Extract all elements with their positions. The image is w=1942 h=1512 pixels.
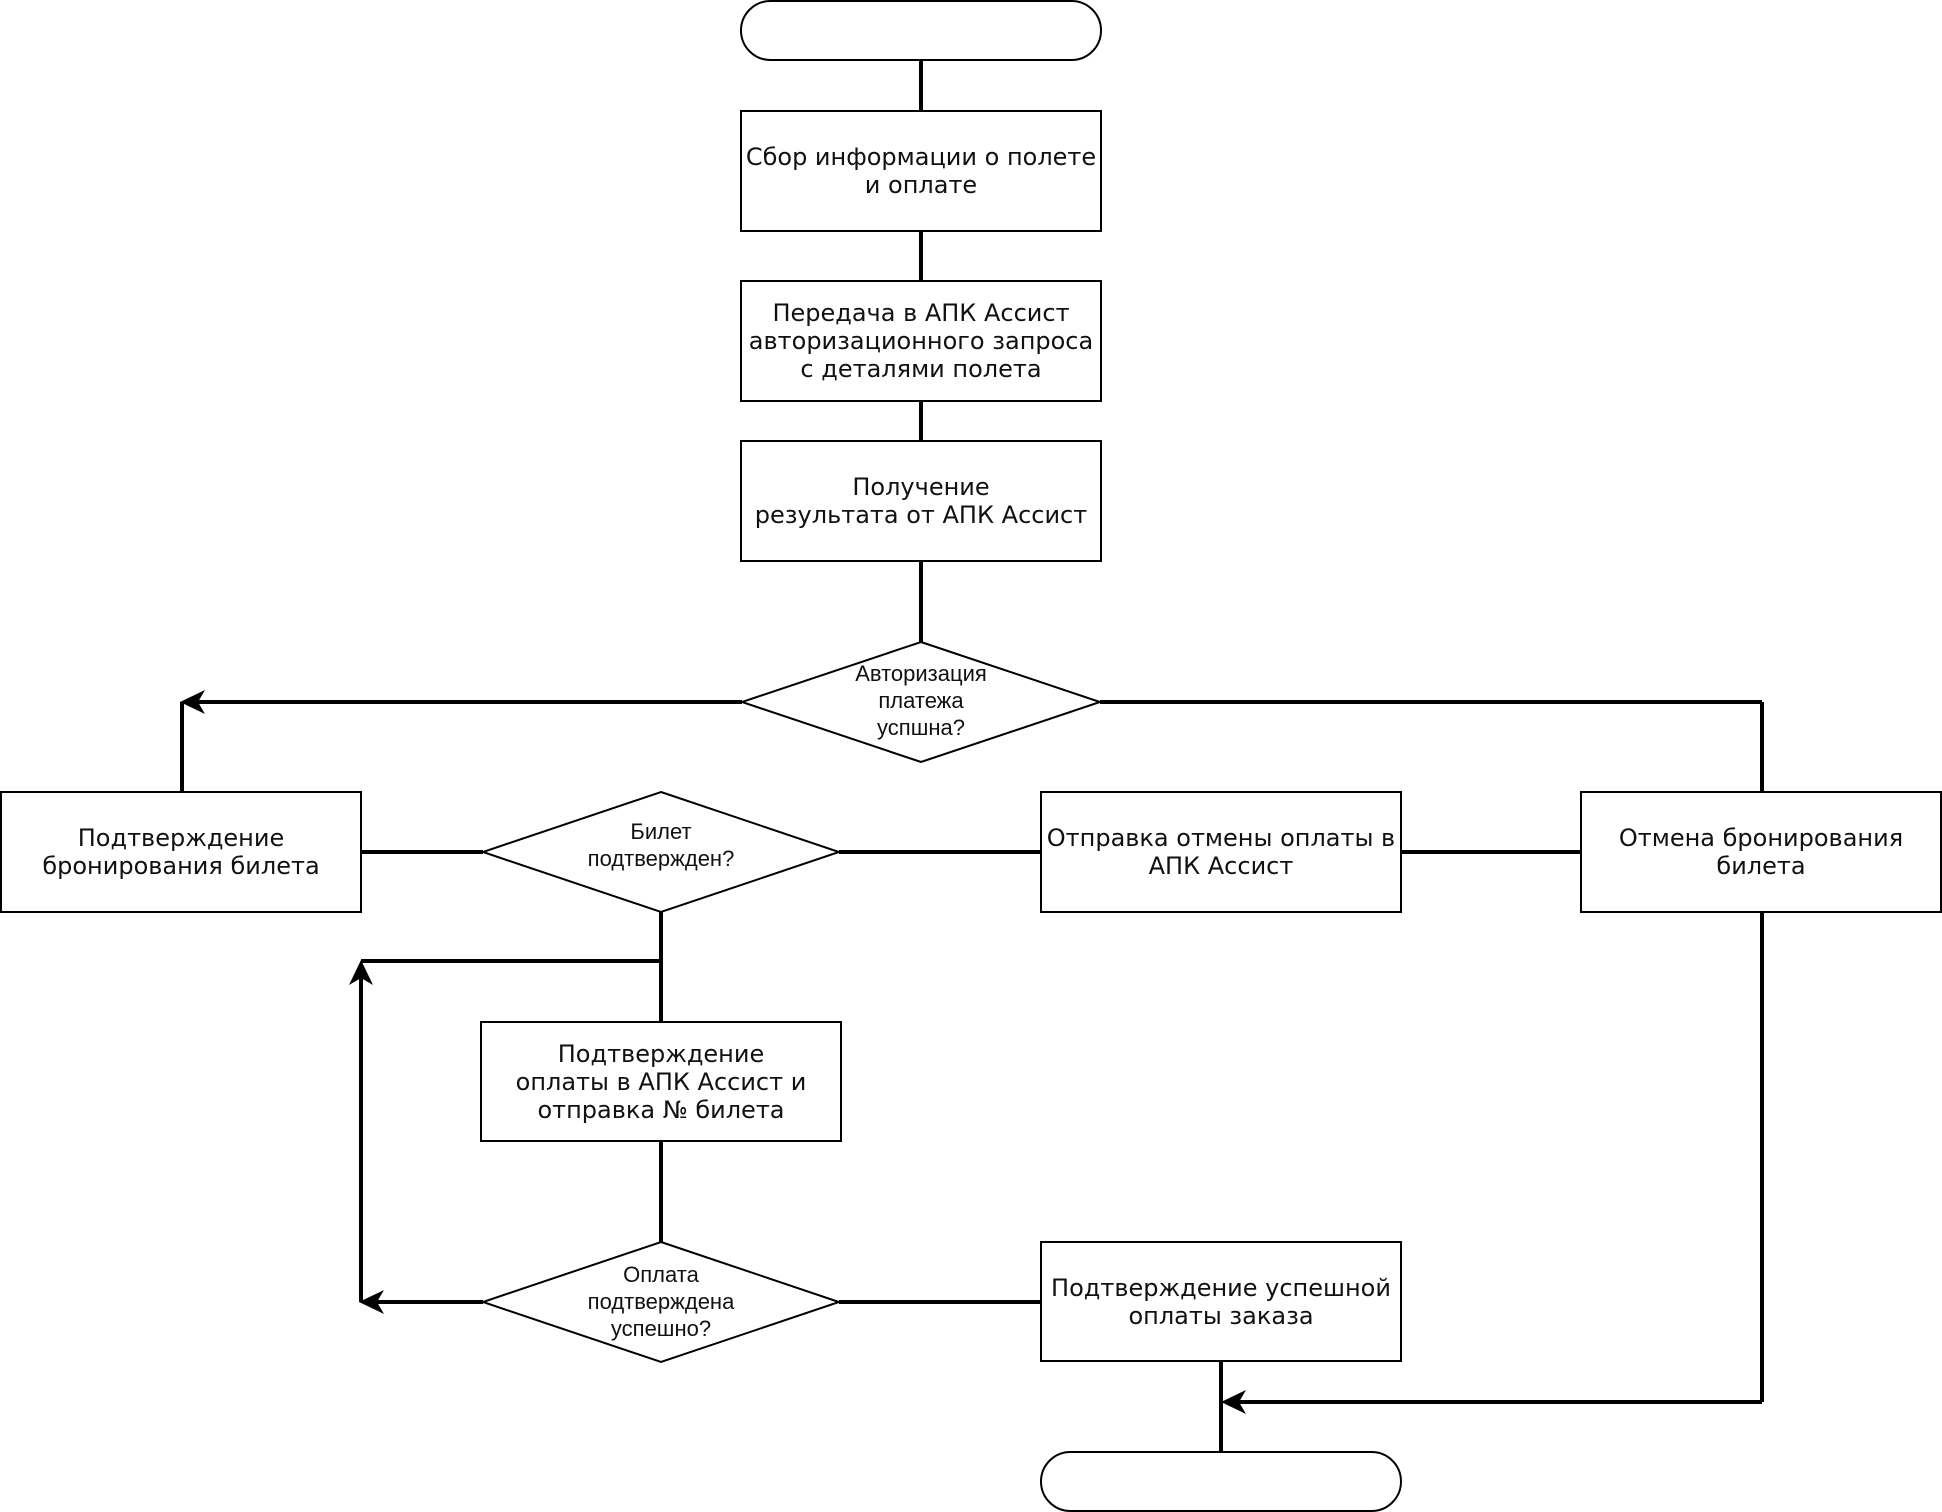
confirm-payment-box bbox=[480, 1021, 842, 1142]
start-terminator bbox=[740, 0, 1102, 61]
ticket-decision bbox=[479, 790, 843, 914]
ticket-decision-label: Билет подтвержден? bbox=[587, 819, 735, 871]
arrowhead-up-loop bbox=[349, 960, 373, 985]
auth-decision-label: Авторизация платежа успшна? bbox=[855, 660, 987, 740]
arrowhead-left-auth bbox=[180, 690, 205, 714]
connectors bbox=[180, 60, 1764, 1452]
end-terminator-label bbox=[1041, 1452, 1401, 1511]
payment-success-box bbox=[1040, 1241, 1402, 1362]
send-cancel-box bbox=[1040, 791, 1402, 913]
collect-info-label: Сбор информации о полете и оплате bbox=[745, 143, 1097, 199]
cancel-booking-label: Отмена бронирования билета bbox=[1618, 824, 1904, 880]
confirm-payment-label: Подтверждение оплаты в АПК Ассист и отпр… bbox=[515, 1039, 807, 1124]
end-terminator bbox=[1040, 1451, 1402, 1512]
get-result-box bbox=[740, 440, 1102, 562]
collect-info-box bbox=[740, 110, 1102, 232]
arrowhead-left-payment bbox=[359, 1290, 384, 1314]
send-request-label: Передача в АПК Ассист авторизационного з… bbox=[748, 299, 1094, 383]
payment-decision bbox=[479, 1240, 843, 1364]
confirm-booking-box bbox=[0, 791, 362, 913]
arrowhead-left-merge bbox=[1221, 1390, 1246, 1414]
payment-success-label: Подтверждение успешной оплаты заказа bbox=[1051, 1273, 1391, 1330]
cancel-booking-box bbox=[1580, 791, 1942, 913]
get-result-label: Получение результата от АПК Ассист bbox=[754, 473, 1088, 529]
auth-decision bbox=[738, 640, 1104, 764]
send-cancel-label: Отправка отмены оплаты в АПК Ассист bbox=[1046, 824, 1396, 880]
send-request-box bbox=[740, 280, 1102, 402]
payment-decision-label: Оплата подтверждена успешно? bbox=[587, 1261, 735, 1341]
confirm-booking-label: Подтверждение бронирования билета bbox=[42, 824, 320, 880]
start-terminator-label bbox=[741, 1, 1101, 60]
